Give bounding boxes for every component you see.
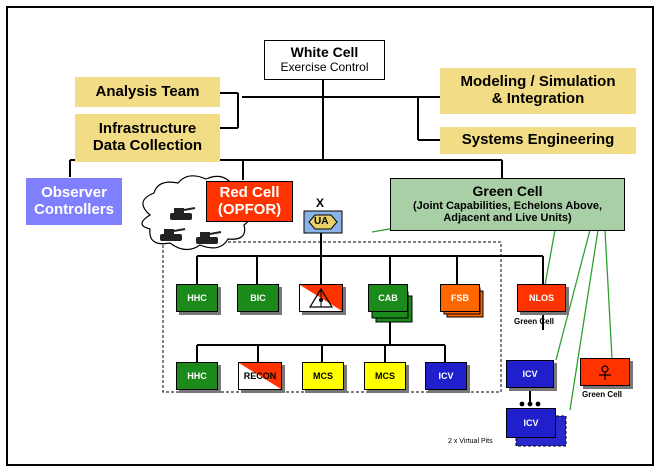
unit-rightmost — [580, 358, 630, 386]
ua-hexagon — [308, 214, 338, 230]
white-cell-title: White Cell — [290, 44, 359, 61]
observer-line1: Observer — [41, 183, 107, 201]
unit-cab: CAB — [368, 284, 408, 312]
unit-icv-bottom: ICV — [506, 408, 556, 438]
green-cell-title: Green Cell — [472, 183, 543, 200]
white-cell-box: White Cell Exercise Control — [264, 40, 385, 80]
systems-engineering-box: Systems Engineering — [440, 127, 636, 154]
ua-label: UA — [314, 216, 329, 227]
modeling-box: Modeling / Simulation & Integration — [440, 68, 636, 114]
red-cell-box: Red Cell (OPFOR) — [206, 181, 293, 222]
unit-mcs-2: MCS — [364, 362, 406, 390]
virtual-pits-label: 2 x Virtual Pits — [448, 438, 493, 445]
unit-fires-symbol — [299, 284, 343, 312]
observer-line2: Controllers — [33, 200, 114, 218]
observer-controllers-box: Observer Controllers — [26, 178, 122, 225]
modeling-line1: Modeling / Simulation — [460, 73, 616, 91]
infrastructure-line1: Infrastructure — [98, 120, 197, 138]
unit-nlos: NLOS — [517, 284, 566, 312]
unit-bic: BIC — [237, 284, 279, 312]
green-cell-line1: (Joint Capabilities, Echelons Above, — [412, 200, 603, 213]
unit-fsb: FSB — [440, 284, 480, 312]
fires-icon — [308, 287, 334, 308]
unit-hhc-row1: HHC — [176, 284, 218, 312]
unit-hhc-row2: HHC — [176, 362, 218, 390]
modeling-line2: & Integration — [491, 90, 585, 107]
unit-recon: RECON — [238, 362, 282, 390]
rightmost-caption: Green Cell — [582, 390, 623, 399]
unit-icv-right: ICV — [506, 360, 554, 388]
white-cell-subtitle: Exercise Control — [280, 60, 369, 75]
analysis-team-box: Analysis Team — [75, 77, 220, 107]
unit-mcs-1: MCS — [302, 362, 344, 390]
nlos-caption: Green Cell — [514, 317, 555, 326]
unit-symbol-icon — [599, 365, 611, 380]
red-cell-line1: Red Cell — [219, 183, 280, 201]
unit-icv-row2: ICV — [425, 362, 467, 390]
infrastructure-box: Infrastructure Data Collection — [75, 114, 220, 162]
green-cell-line2: Adjacent and Live Units) — [443, 212, 572, 225]
infrastructure-line2: Data Collection — [92, 137, 203, 154]
green-cell-box: Green Cell (Joint Capabilities, Echelons… — [390, 178, 625, 231]
ua-mark: X — [316, 196, 325, 210]
red-cell-line2: (OPFOR) — [217, 200, 282, 218]
